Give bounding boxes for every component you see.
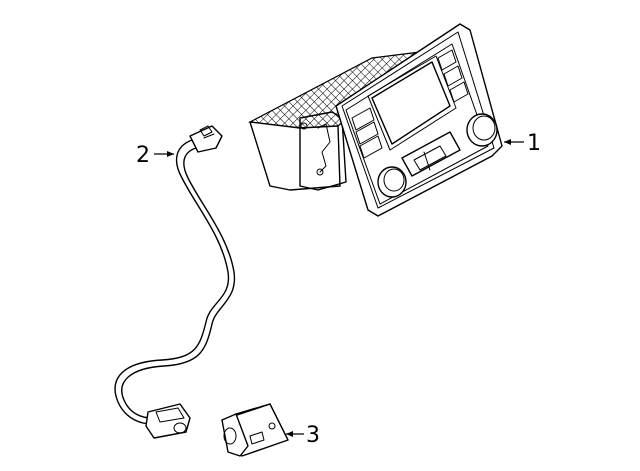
radio-display (371, 61, 451, 145)
callout-1: 1 (504, 131, 541, 156)
callout-2: 2 (136, 143, 174, 168)
volume-knob (377, 166, 407, 198)
callout-label-2: 2 (136, 143, 150, 168)
antenna-cable (114, 125, 236, 439)
tuning-knob (466, 113, 498, 147)
radio-side-face (249, 121, 341, 191)
callout-label-1: 1 (527, 131, 541, 156)
radio-head-unit (248, 23, 503, 217)
usb-port (221, 403, 289, 457)
callout-3: 3 (286, 423, 320, 448)
callout-label-3: 3 (306, 423, 320, 448)
cable-top-connector (189, 125, 223, 153)
cable-bottom-connector (145, 403, 191, 439)
